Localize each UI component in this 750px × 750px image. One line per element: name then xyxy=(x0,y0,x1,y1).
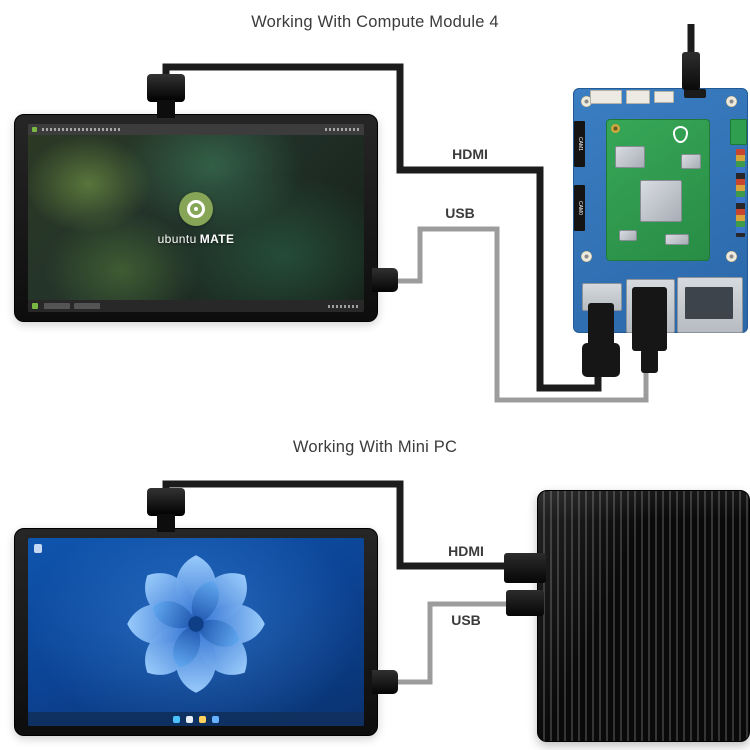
ethernet-jack-slot xyxy=(685,287,733,319)
header-connector xyxy=(626,90,650,104)
hdmi-plug-neck xyxy=(157,100,175,118)
taskbar-menu-icon xyxy=(32,303,38,309)
cm4-hdmi-cable xyxy=(162,63,602,392)
brand-mate: MATE xyxy=(199,232,235,246)
ubuntu-taskbar xyxy=(28,300,364,312)
ram-chip xyxy=(615,146,645,168)
antenna-connector xyxy=(611,124,620,133)
pmic-chip xyxy=(665,234,689,245)
hdmi-plug-icon xyxy=(147,488,185,516)
diagram-title-minipc: Working With Mini PC xyxy=(292,438,458,456)
display-windows xyxy=(14,528,378,736)
ubuntu-mate-logo xyxy=(179,192,213,226)
windows-bloom xyxy=(127,555,265,694)
raspberry-pi-logo xyxy=(673,126,688,143)
terminal-block xyxy=(730,119,747,145)
taskbar-window-item xyxy=(44,303,70,309)
usb-plug-icon xyxy=(372,268,398,292)
edge-icon xyxy=(212,715,219,723)
header-connector xyxy=(654,91,674,103)
cm4-hdmi-label: HDMI xyxy=(452,146,488,162)
compute-module-4-board: CAM1 CAM0 xyxy=(573,88,748,377)
usb-c-plug-icon xyxy=(682,52,700,90)
gpio-pins xyxy=(736,149,745,237)
hdmi-plug-neck xyxy=(157,514,175,532)
hdmi-adapter-head xyxy=(582,343,620,377)
usb-c-port xyxy=(684,89,706,98)
cam1-connector: CAM1 xyxy=(574,121,585,167)
hdmi-plug-icon xyxy=(147,74,185,102)
cm4-module xyxy=(606,119,710,261)
usb-adapter-stub xyxy=(641,349,658,373)
minipc-usb-cable xyxy=(394,601,516,685)
mounting-hole xyxy=(581,96,592,107)
folder-icon xyxy=(199,715,206,723)
ubuntu-menubar xyxy=(28,124,364,135)
windows-screen xyxy=(28,538,364,726)
minipc-hdmi-plug-icon xyxy=(504,553,546,583)
cam0-connector: CAM0 xyxy=(574,185,585,231)
wifi-chip xyxy=(681,154,701,169)
menubar-clock xyxy=(325,128,359,131)
mounting-hole xyxy=(726,96,737,107)
menubar-text xyxy=(42,128,120,131)
search-icon xyxy=(186,715,193,723)
header-connector xyxy=(590,90,622,104)
cm4-usb-label: USB xyxy=(445,205,475,221)
recycle-bin-icon xyxy=(34,544,42,553)
minipc-hdmi-label: HDMI xyxy=(448,543,484,559)
minipc-usb-plug-icon xyxy=(506,590,544,616)
start-icon xyxy=(173,715,180,723)
windows-taskbar xyxy=(28,712,364,726)
brand-ubuntu: ubuntu xyxy=(157,232,197,246)
flash-chip xyxy=(619,230,637,241)
usb-adapter-body xyxy=(632,287,667,351)
usb-plug-icon xyxy=(372,670,398,694)
taskbar-window-item xyxy=(74,303,100,309)
cm4-usb-cable xyxy=(394,226,649,403)
hdmi-adapter-body xyxy=(588,303,614,349)
minipc-usb-label: USB xyxy=(451,612,481,628)
diagram-title-cm4: Working With Compute Module 4 xyxy=(251,13,499,31)
mounting-hole xyxy=(726,251,737,262)
soc-chip xyxy=(640,180,682,222)
menu-icon xyxy=(32,127,37,132)
mini-pc xyxy=(537,490,750,742)
taskbar-clock xyxy=(328,305,358,308)
mounting-hole xyxy=(581,251,592,262)
